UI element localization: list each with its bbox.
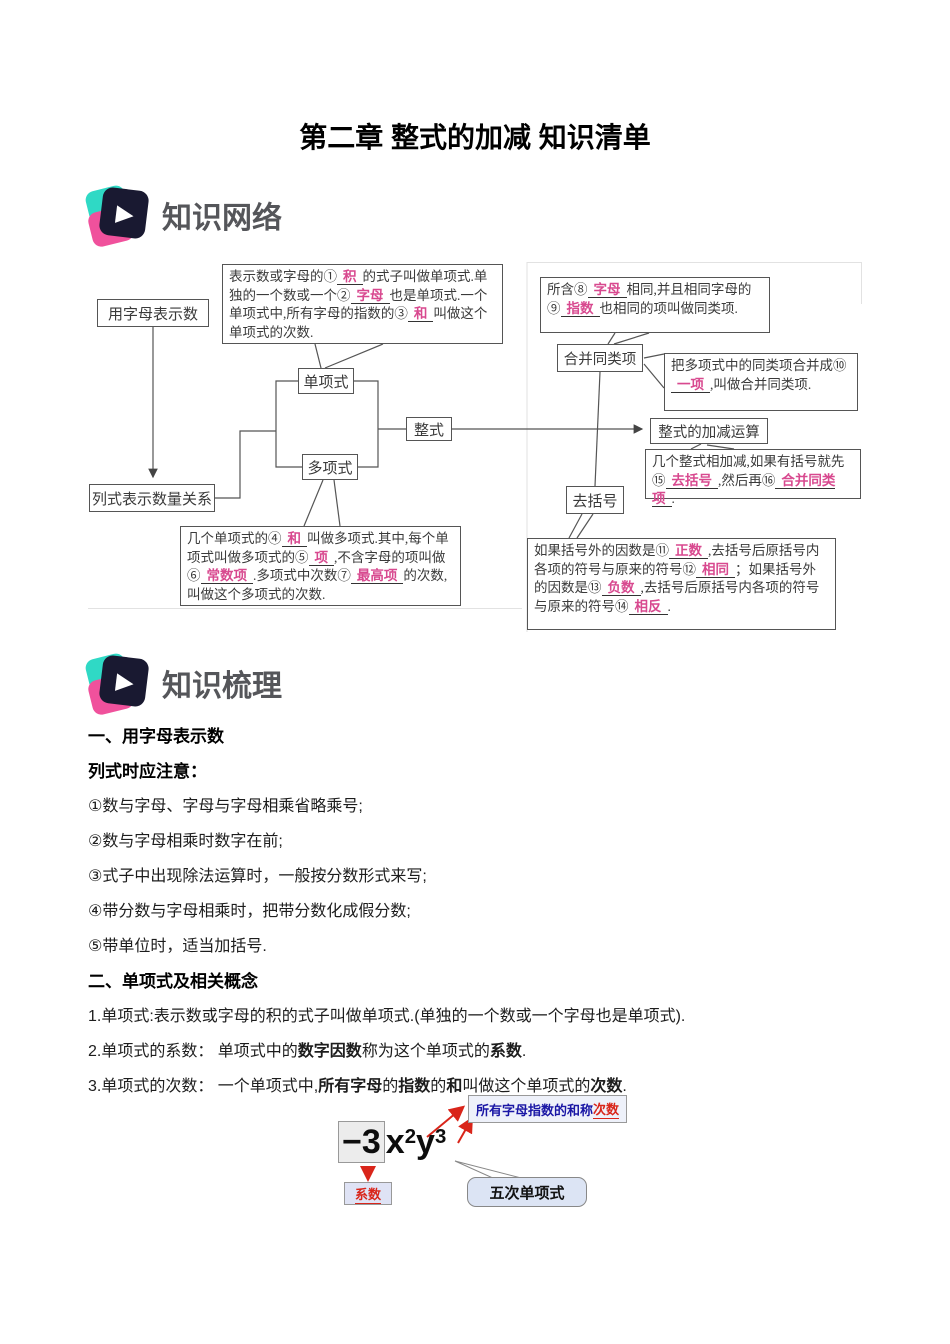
rule-item-5: ⑤带单位时，适当加括号. <box>88 938 267 955</box>
node-use-letters: 用字母表示数 <box>97 299 209 327</box>
logo-navy-card: ▶ <box>98 654 150 708</box>
coefficient-label: 系数 <box>354 1184 381 1204</box>
play-icon: ▶ <box>114 666 136 695</box>
map-connectors <box>148 327 735 539</box>
knowledge-network-logo: ▶ 知识网络 <box>83 182 282 249</box>
node-combine-like-terms: 合并同类项 <box>557 344 643 372</box>
rule-item-4: ④带分数与字母相乘时，把带分数化成假分数; <box>88 903 411 920</box>
def-combine: 把多项式中的同类项合并成⑩一项,叫做合并同类项. <box>664 353 858 411</box>
scan-border-lines <box>88 262 862 632</box>
degree-definition: 3.单项式的次数： 一个单项式中,所有字母的指数的和叫做这个单项式的次数. <box>88 1078 627 1095</box>
section-1-subheading: 列式时应注意： <box>88 762 207 781</box>
degree-bubble: 五次单项式 <box>467 1177 587 1207</box>
knowledge-review-logo: ▶ 知识梳理 <box>83 650 282 717</box>
logo-navy-card: ▶ <box>98 186 150 240</box>
node-remove-brackets: 去括号 <box>566 486 624 514</box>
coefficient-label-box: 系数 <box>344 1182 392 1205</box>
play-logo-icon: ▶ <box>83 650 150 717</box>
logo-network-label: 知识网络 <box>162 202 282 235</box>
play-logo-icon: ▶ <box>83 182 150 249</box>
red-arrows <box>360 1105 473 1182</box>
rule-item-3: ③式子中出现除法运算时，一般按分数形式来写; <box>88 868 427 885</box>
coefficient-definition: 2.单项式的系数： 单项式中的数字因数称为这个单项式的系数. <box>88 1043 527 1060</box>
figure-arrows <box>360 1105 526 1182</box>
monomial-definition: 1.单项式:表示数或字母的积的式子叫做单项式.(单独的一个数或一个字母也是单项式… <box>88 1008 686 1025</box>
node-polynomial: 多项式 <box>302 454 358 480</box>
logo-review-label: 知识梳理 <box>162 670 282 703</box>
node-add-subtract: 整式的加减运算 <box>650 418 768 444</box>
node-expression-relation: 列式表示数量关系 <box>89 484 215 512</box>
connector-lines <box>88 262 862 632</box>
degree-note-box: 所有字母指数的和称次数 <box>468 1095 628 1123</box>
section-2-heading: 二、单项式及相关概念 <box>88 972 258 991</box>
page-title: 第二章 整式的加减 知识清单 <box>299 122 651 153</box>
play-icon: ▶ <box>114 198 136 227</box>
rule-item-2: ②数与字母相乘时数字在前; <box>88 833 283 850</box>
rule-item-1: ①数与字母、字母与字母相乘省略乘号; <box>88 798 363 815</box>
node-integral-expression: 整式 <box>406 417 452 441</box>
notes-content: 一、用字母表示数 列式时应注意： ①数与字母、字母与字母相乘省略乘号; ②数与字… <box>88 726 868 1111</box>
section-1-heading: 一、用字母表示数 <box>88 727 224 746</box>
node-monomial: 单项式 <box>298 368 354 394</box>
